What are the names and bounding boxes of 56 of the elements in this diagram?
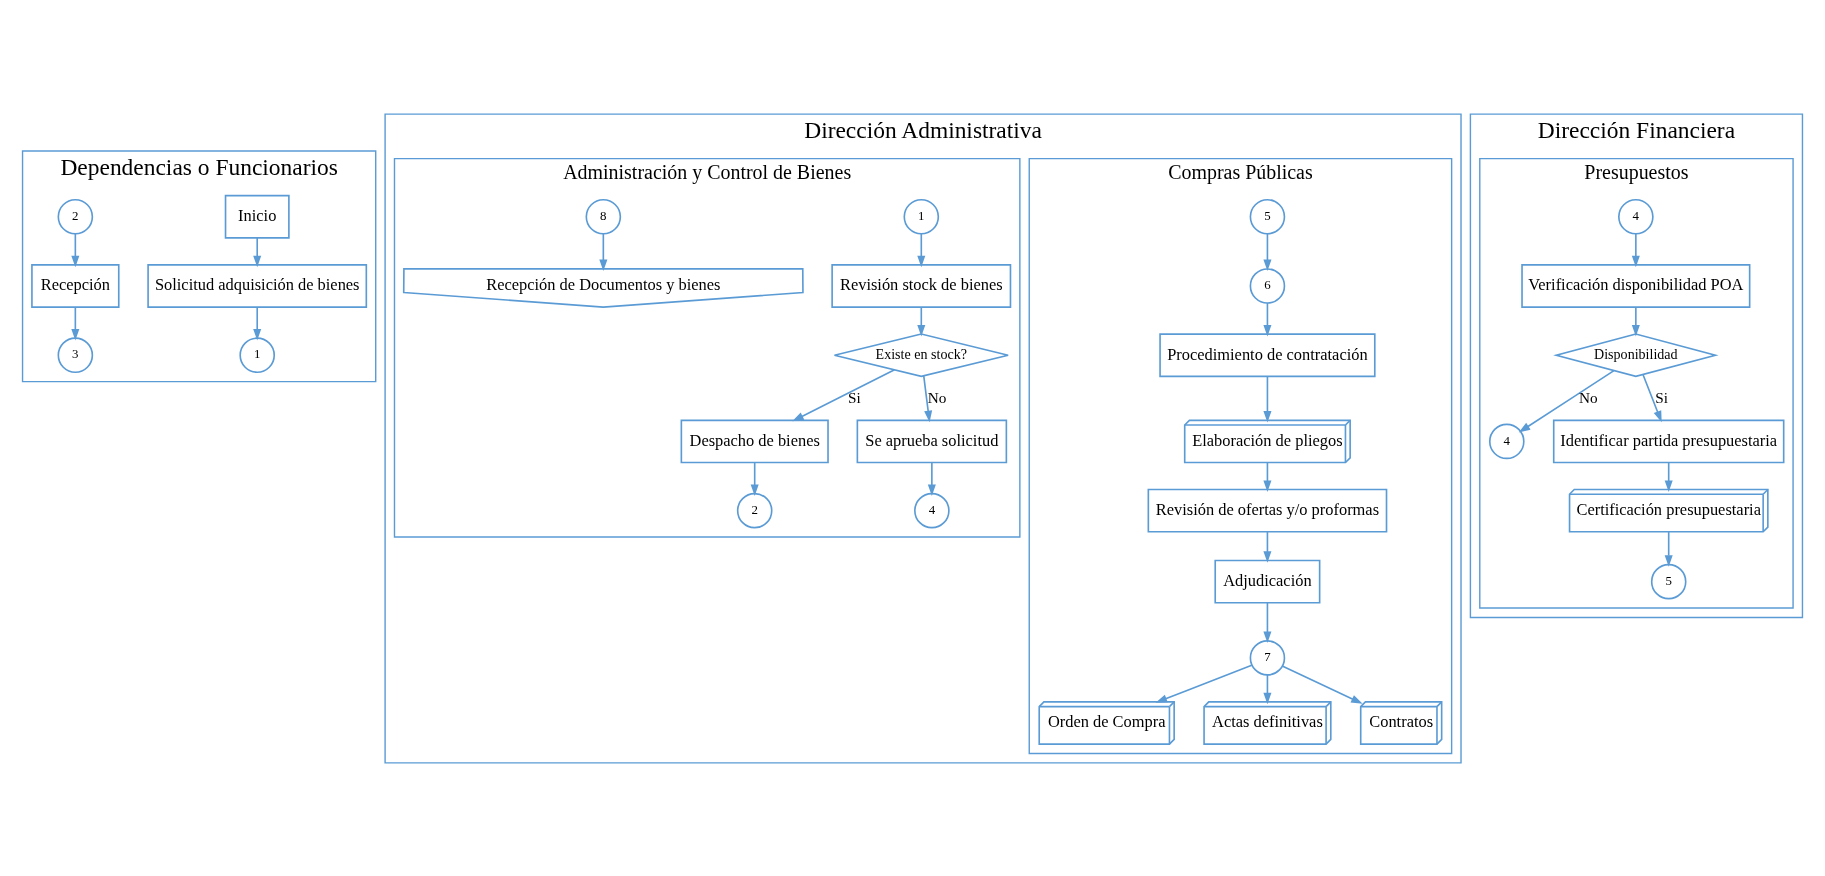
node-diamond: Disponibilidad	[1553, 332, 1719, 377]
node-box: Despacho de bienes	[680, 419, 829, 463]
edge-label: Si	[1655, 388, 1669, 406]
edge-label: No	[927, 388, 947, 406]
arrow	[917, 232, 926, 267]
node-circle: 5	[1249, 198, 1286, 235]
arrow	[599, 232, 608, 271]
arrow	[1664, 530, 1673, 567]
arrow	[750, 461, 759, 496]
arrow	[1642, 373, 1662, 422]
node-box: Recepción	[31, 263, 120, 308]
node-circle: 2	[57, 198, 94, 235]
arrow	[1281, 664, 1363, 704]
node-circle: 4	[1618, 198, 1654, 235]
node-box: Identificar partida presupuestaria	[1552, 419, 1785, 463]
arrow	[1263, 601, 1272, 643]
node-circle: 1	[239, 336, 276, 373]
arrow	[1263, 530, 1272, 563]
arrow	[253, 236, 262, 267]
node-circle: 7	[1249, 639, 1286, 676]
arrow	[1263, 461, 1272, 492]
node-box: Inicio	[224, 194, 290, 239]
node-circle: 8	[585, 198, 622, 235]
node-box: Verificación disponibilidad POA	[1521, 263, 1751, 308]
node-circle: 2	[736, 492, 773, 528]
node-box: Revisión stock de bienes	[831, 263, 1012, 308]
arrow	[71, 305, 80, 340]
edge-label: No	[1579, 388, 1598, 406]
node-box: Solicitud adquisición de bienes	[147, 263, 368, 308]
node-circle: 4	[1488, 423, 1525, 459]
node-circle: 4	[914, 492, 950, 528]
arrow	[792, 368, 896, 421]
node-circle: 6	[1249, 267, 1286, 304]
edge-label: Si	[848, 388, 861, 406]
arrow	[1263, 673, 1272, 704]
node-circle: 5	[1650, 563, 1687, 599]
arrow	[922, 374, 933, 422]
node-box: Se aprueba solicitud	[856, 419, 1008, 463]
node-circle: 3	[57, 336, 94, 373]
arrow	[71, 232, 80, 267]
node-box: Adjudicación	[1214, 559, 1321, 604]
arrow	[927, 461, 936, 496]
node-circle: 1	[903, 198, 940, 235]
arrow	[1155, 663, 1253, 703]
arrow	[1631, 232, 1640, 267]
arrow	[1631, 305, 1640, 336]
arrow	[1664, 461, 1673, 492]
node-box: Revisión de ofertas y/o proformas	[1147, 488, 1388, 533]
arrow	[1263, 301, 1272, 336]
arrow	[1263, 375, 1272, 423]
node-diamond: Existe en stock?	[833, 332, 1009, 377]
arrow	[253, 305, 262, 340]
node-box: Procedimiento de contratación	[1159, 332, 1376, 377]
arrow	[1518, 369, 1615, 432]
arrow	[1263, 232, 1272, 271]
arrow	[917, 305, 926, 336]
